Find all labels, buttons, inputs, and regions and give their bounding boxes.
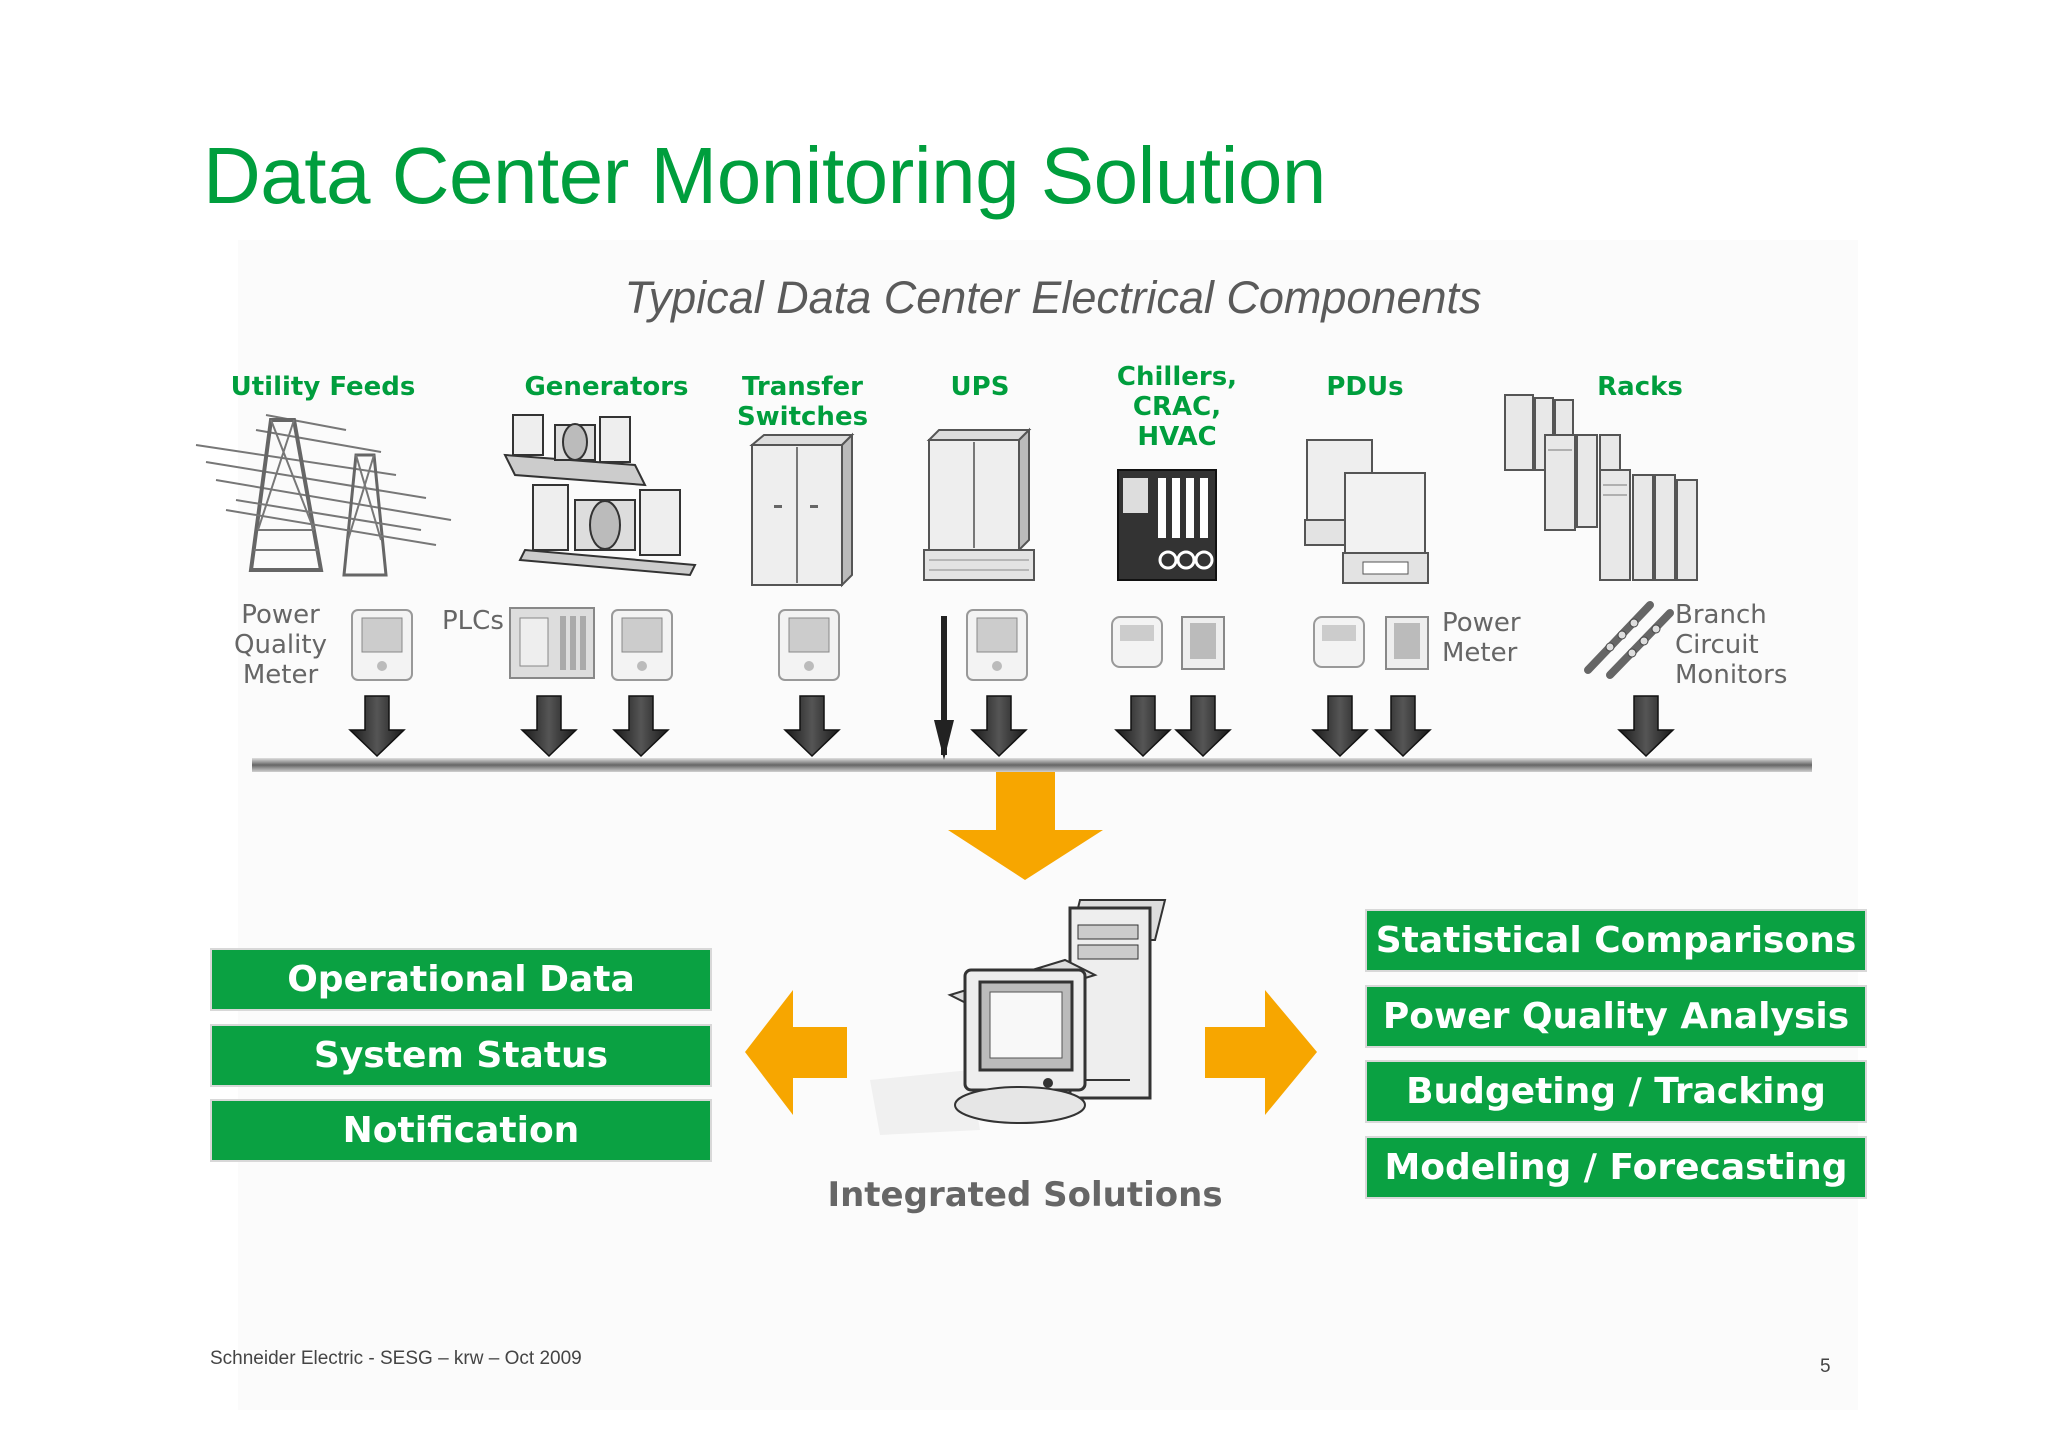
category-ups: UPS — [950, 372, 1010, 402]
down-arrow — [1174, 695, 1232, 758]
category-utility-feeds: Utility Feeds — [230, 372, 416, 402]
down-arrow — [1311, 695, 1369, 758]
orange-right-arrow — [1205, 990, 1317, 1115]
down-arrow — [1617, 695, 1675, 758]
generator-icon — [503, 414, 697, 577]
down-arrow — [783, 695, 841, 758]
label-branch-circuit-monitors: Branch Circuit Monitors — [1675, 600, 1788, 690]
plc-icon — [509, 607, 595, 679]
label-plcs: PLCs — [442, 606, 504, 636]
category-chillers: Chillers, CRAC, HVAC — [1116, 362, 1238, 452]
workstation-computer-icon — [870, 899, 1167, 1135]
pdu-cabinet-icon — [1304, 439, 1429, 584]
output-operational-data: Operational Data — [210, 948, 712, 1011]
down-arrow — [970, 695, 1028, 758]
down-arrow — [1374, 695, 1432, 758]
orange-left-arrow — [745, 990, 847, 1115]
output-system-status: System Status — [210, 1024, 712, 1087]
power-meter-icon — [1181, 616, 1225, 670]
power-quality-meter-icon — [778, 609, 840, 681]
data-bus-line — [252, 758, 1812, 772]
label-power-meter: Power Meter — [1442, 608, 1521, 668]
category-transfer-switches: Transfer Switches — [736, 372, 869, 432]
category-pdus: PDUs — [1326, 372, 1404, 402]
ups-cabinet-icon — [923, 427, 1035, 581]
footer-text: Schneider Electric - SESG – krw – Oct 20… — [210, 1348, 582, 1369]
integrated-solutions-label: Integrated Solutions — [827, 1175, 1223, 1215]
output-power-quality-analysis: Power Quality Analysis — [1365, 985, 1867, 1048]
output-notification: Notification — [210, 1099, 712, 1162]
page-number: 5 — [1820, 1356, 1831, 1377]
power-meter-icon — [1385, 616, 1429, 670]
power-quality-meter-icon — [611, 609, 673, 681]
output-modeling-forecasting: Modeling / Forecasting — [1365, 1136, 1867, 1199]
down-arrow — [348, 695, 406, 758]
orange-down-arrow — [948, 772, 1103, 880]
output-statistical-comparisons: Statistical Comparisons — [1365, 909, 1867, 972]
server-rack-icon — [1504, 394, 1698, 581]
category-racks: Racks — [1597, 372, 1683, 402]
power-quality-meter-icon — [966, 609, 1028, 681]
power-meter-icon — [1111, 616, 1163, 668]
output-budgeting-tracking: Budgeting / Tracking — [1365, 1060, 1867, 1123]
power-transmission-tower-icon — [195, 414, 452, 577]
chiller-unit-icon — [1117, 469, 1217, 581]
down-arrow — [520, 695, 578, 758]
label-power-quality-meter: Power Quality Meter — [234, 600, 327, 690]
power-meter-icon — [1313, 616, 1365, 668]
down-arrow — [612, 695, 670, 758]
transfer-switch-cabinet-icon — [749, 432, 855, 588]
category-generators: Generators — [524, 372, 689, 402]
down-arrow — [1114, 695, 1172, 758]
diagram-subtitle: Typical Data Center Electrical Component… — [624, 272, 1482, 323]
branch-circuit-monitor-icon — [1584, 601, 1674, 679]
slide-title: Data Center Monitoring Solution — [203, 131, 1326, 220]
power-quality-meter-icon — [351, 609, 413, 681]
